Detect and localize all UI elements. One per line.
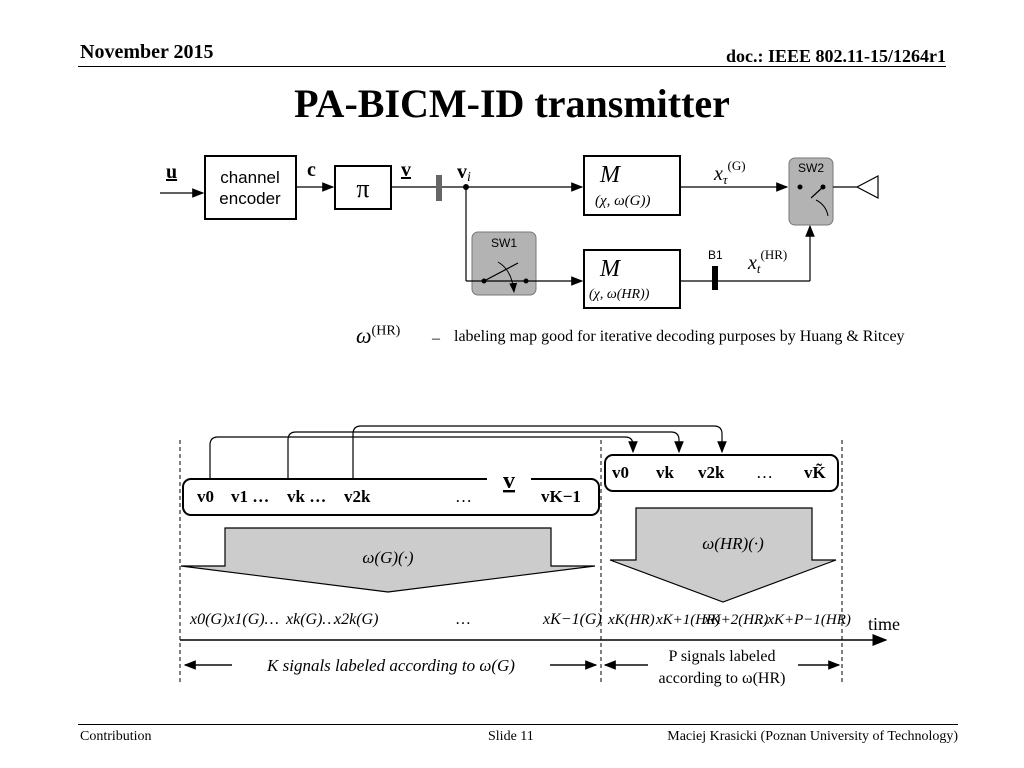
left-seq-0: v0 bbox=[197, 487, 214, 506]
header-rule bbox=[78, 66, 946, 67]
mapper-hr-box bbox=[583, 249, 681, 309]
labeling-timeline-diagram: v0 v1 … vk … v2k … vK−1 v v0 vk v2k … vK… bbox=[179, 425, 900, 688]
x-left-3: … bbox=[455, 611, 471, 628]
x-right-3: …xK+P−1(HR) bbox=[754, 612, 851, 628]
mapper-g-box bbox=[583, 155, 681, 216]
buffer-bar bbox=[436, 175, 442, 201]
sw2-label: SW2 bbox=[798, 161, 824, 175]
left-seq-4: … bbox=[455, 487, 472, 506]
span-right-line2: according to ω(HR) bbox=[659, 670, 786, 687]
sw2-box bbox=[788, 157, 834, 226]
omega-g-label: ω(G)(·) bbox=[362, 548, 414, 567]
v-sequence-label: v bbox=[503, 468, 515, 494]
mapper-hr-symbol: M bbox=[599, 256, 622, 282]
right-seq-4: vK̃ bbox=[804, 462, 827, 482]
input-u-label: u bbox=[166, 161, 177, 183]
vi-label: vi bbox=[457, 161, 471, 185]
note-dash: – bbox=[432, 330, 440, 347]
encoder-label-line2: encoder bbox=[219, 189, 281, 208]
x-left-0: x0(G)x1(G)… bbox=[189, 611, 279, 628]
antenna-icon bbox=[855, 175, 879, 199]
header-doc-id: doc.: IEEE 802.11-15/1264r1 bbox=[725, 46, 946, 66]
omega-hr-arrow bbox=[609, 507, 837, 603]
note-text: labeling map good for iterative decoding… bbox=[454, 328, 905, 345]
sw1-label: SW1 bbox=[491, 236, 517, 250]
interleaved-v-label: v bbox=[401, 159, 411, 181]
footer-author: Maciej Krasicki (Poznan University of Te… bbox=[667, 729, 958, 744]
right-sequence-box bbox=[604, 454, 839, 492]
time-label: time bbox=[868, 614, 900, 634]
x-right-2: xK+2(HR) bbox=[703, 612, 768, 628]
transmitter-block-diagram: u channel encoder c π v vi SW1 M (χ, ω(G… bbox=[160, 155, 879, 309]
slide-title: PA-BICM-ID transmitter bbox=[294, 81, 730, 126]
b1-label: B1 bbox=[708, 248, 723, 262]
xhr-label: xt(HR) bbox=[747, 247, 787, 276]
left-seq-3: v2k bbox=[344, 487, 371, 506]
coded-c-label: c bbox=[307, 159, 316, 181]
encoder-label-line1: channel bbox=[220, 168, 280, 187]
interleaver-pi: π bbox=[356, 174, 369, 203]
left-seq-1: v1 … bbox=[231, 487, 269, 506]
x-right-0: xK(HR) bbox=[607, 612, 655, 628]
omega-hr-label: ω(HR)(·) bbox=[702, 534, 764, 553]
mapper-g-args: (χ, ω(G)) bbox=[595, 193, 651, 209]
footer-slide-number: Slide 11 bbox=[488, 729, 534, 744]
span-left-label: K signals labeled according to ω(G) bbox=[266, 656, 515, 675]
note-symbol: ω(HR) bbox=[356, 323, 401, 348]
b1-buffer bbox=[712, 266, 718, 290]
right-seq-3: … bbox=[756, 463, 773, 482]
x-left-2: x2k(G) bbox=[333, 611, 378, 628]
channel-encoder-box bbox=[204, 155, 297, 220]
left-seq-5: vK−1 bbox=[541, 487, 581, 506]
header-date: November 2015 bbox=[80, 41, 214, 63]
x-right-1: xK+1(HR) bbox=[655, 612, 720, 628]
right-seq-2: v2k bbox=[698, 463, 725, 482]
left-seq-2: vk … bbox=[287, 487, 326, 506]
sw1-blade bbox=[483, 262, 519, 282]
mapper-g-symbol: M bbox=[599, 162, 622, 188]
right-seq-0: v0 bbox=[612, 463, 629, 482]
mapper-hr-args: (χ, ω(HR)) bbox=[589, 287, 650, 302]
omega-g-arrow bbox=[180, 527, 596, 593]
x-left-4: xK−1(G) bbox=[542, 611, 602, 628]
x-left-1: xk(G)… bbox=[285, 611, 337, 628]
xg-label: xτ(G) bbox=[713, 158, 746, 187]
span-right-line1: P signals labeled bbox=[669, 648, 776, 665]
right-seq-1: vk bbox=[656, 463, 675, 482]
footer-contribution: Contribution bbox=[80, 729, 152, 744]
footer-rule bbox=[78, 724, 958, 725]
